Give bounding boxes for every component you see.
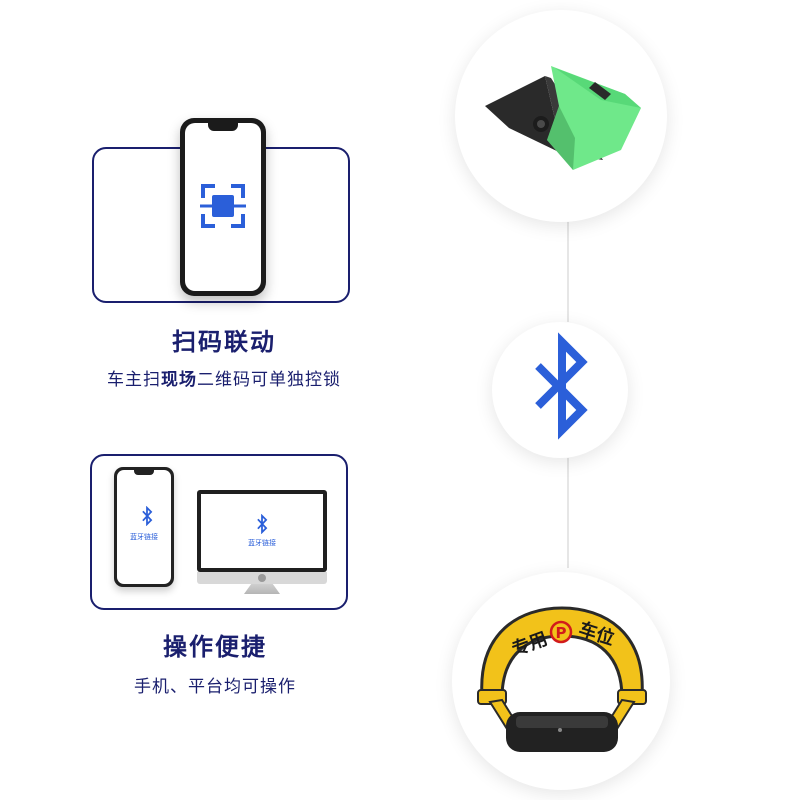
bluetooth-icon bbox=[142, 506, 153, 526]
qr-scan-icon bbox=[200, 184, 246, 228]
desktop-monitor-image: 蓝牙链接 bbox=[197, 490, 327, 572]
connector-line bbox=[567, 458, 569, 568]
phone-bluetooth-label: 蓝牙链接 bbox=[130, 533, 158, 541]
bluetooth-circle bbox=[492, 322, 628, 458]
phone-device-image: 蓝牙链接 bbox=[114, 467, 174, 587]
smartphone-image bbox=[180, 118, 266, 296]
yellow-parking-barrier-icon: 专用 P 车位 bbox=[477, 606, 647, 752]
connector-line bbox=[567, 222, 569, 322]
parking-barrier-circle: 专用 P 车位 bbox=[452, 572, 670, 790]
feature-subtitle-operation: 手机、平台均可操作 bbox=[134, 677, 296, 697]
green-lock-circle bbox=[455, 10, 667, 222]
feature-subtitle-scan: 车主扫现场二维码可单独控锁 bbox=[107, 370, 341, 390]
feature-title-scan: 扫码联动 bbox=[172, 328, 276, 356]
green-parking-lock-icon bbox=[485, 66, 641, 170]
feature-title-operation: 操作便捷 bbox=[163, 633, 267, 661]
monitor-bluetooth-label: 蓝牙链接 bbox=[248, 539, 276, 547]
barrier-symbol: P bbox=[556, 624, 567, 642]
bluetooth-icon bbox=[257, 514, 268, 534]
bluetooth-icon bbox=[535, 332, 588, 440]
logo-icon bbox=[258, 574, 266, 582]
